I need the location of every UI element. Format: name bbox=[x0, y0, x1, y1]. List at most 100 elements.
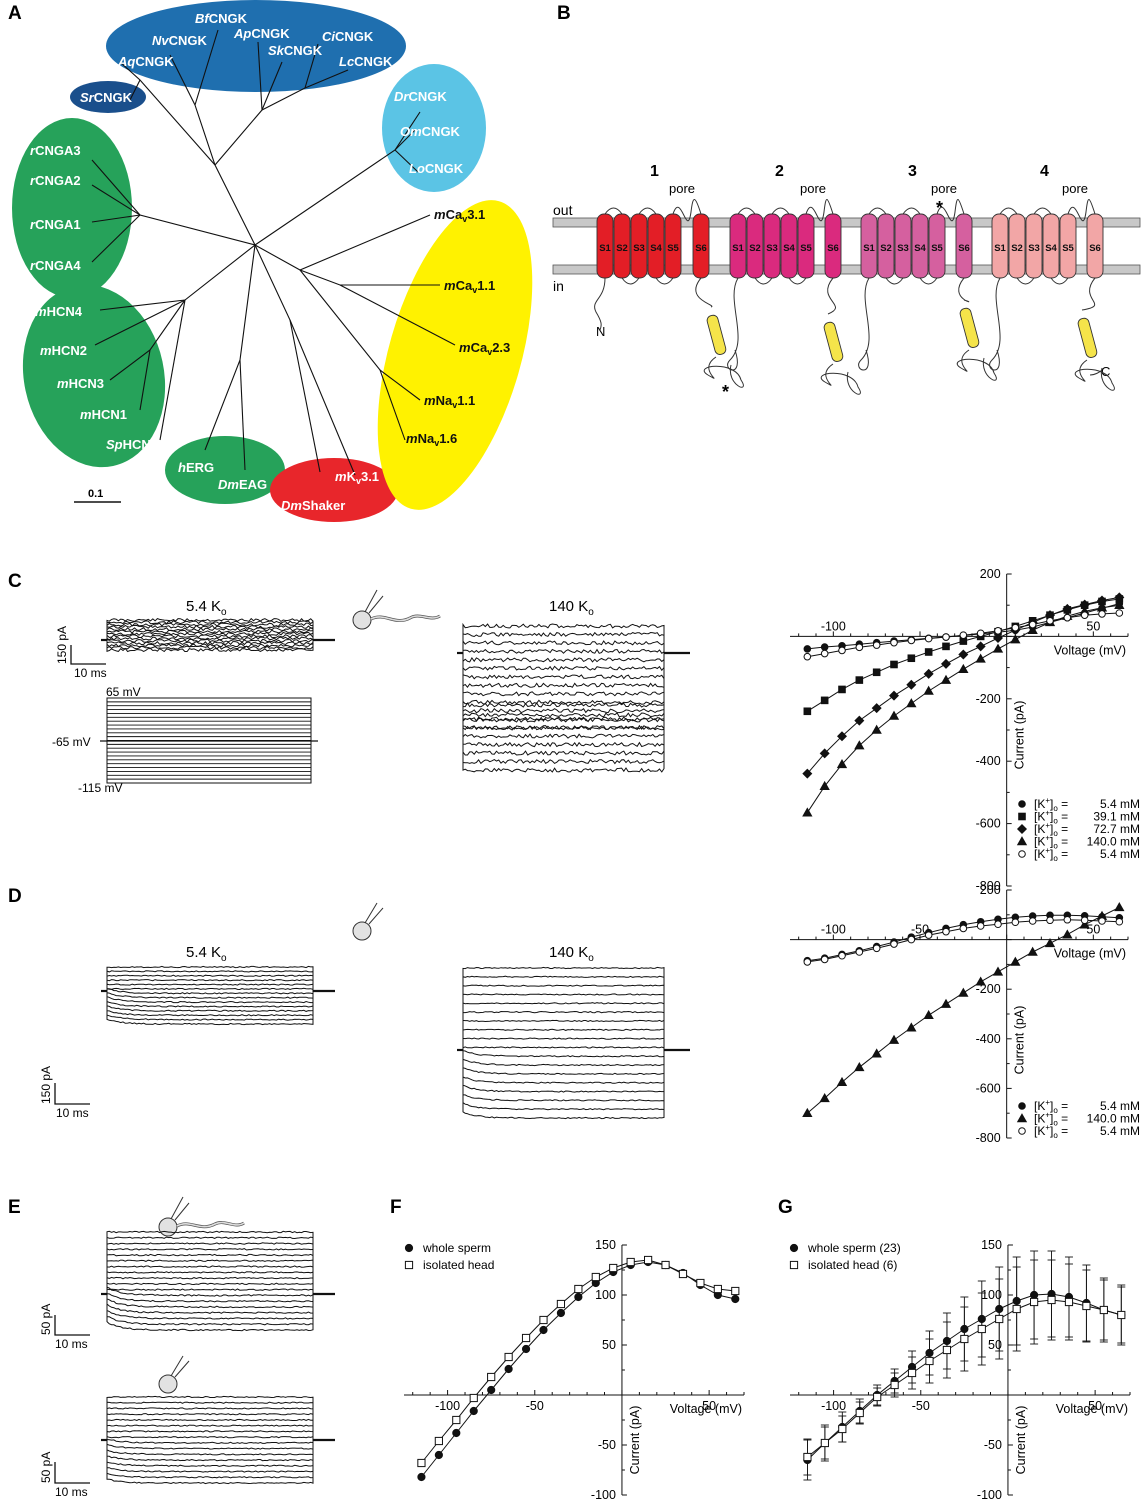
data-point bbox=[959, 924, 968, 933]
data-point bbox=[907, 636, 916, 645]
voltage-protocol bbox=[100, 697, 318, 784]
current-trace bbox=[101, 974, 335, 992]
data-point bbox=[1046, 617, 1054, 625]
data-point bbox=[731, 1294, 740, 1304]
data-point bbox=[975, 653, 986, 663]
linker bbox=[1081, 277, 1096, 311]
panel-c-low-k-traces bbox=[101, 617, 335, 653]
data-point bbox=[574, 1292, 583, 1302]
data-point bbox=[976, 922, 985, 930]
data-point bbox=[872, 641, 881, 649]
cnga-ellipse bbox=[12, 118, 132, 298]
current-trace bbox=[101, 1230, 335, 1295]
protocol-hold-label: -65 mV bbox=[52, 735, 91, 749]
data-point bbox=[452, 1415, 461, 1425]
segment-label: S6 bbox=[695, 243, 707, 254]
data-point bbox=[819, 780, 830, 790]
current-trace bbox=[457, 1049, 690, 1120]
pore-label-3: pore bbox=[931, 181, 957, 196]
segment-loop bbox=[999, 207, 1018, 215]
current-trace bbox=[101, 1401, 335, 1441]
data-point bbox=[539, 1315, 548, 1325]
data-point bbox=[888, 690, 900, 701]
taxon-rcnga2: rCNGA2 bbox=[30, 173, 81, 188]
data-point bbox=[855, 676, 864, 684]
taxon-herg: hERG bbox=[178, 460, 214, 475]
x-tick-label: -100 bbox=[821, 619, 846, 633]
x-axis-label: Voltage (mV) bbox=[1056, 1402, 1128, 1416]
segment-label: S2 bbox=[1011, 243, 1023, 254]
data-point bbox=[504, 1352, 513, 1362]
legend-value: 5.4 mM bbox=[1100, 1099, 1140, 1113]
current-trace bbox=[457, 1037, 690, 1051]
repeat-number-2: 2 bbox=[775, 163, 784, 180]
data-point bbox=[1028, 620, 1037, 629]
panel-label-f: F bbox=[390, 1197, 402, 1218]
current-trace bbox=[457, 652, 690, 681]
kv-ellipse bbox=[270, 458, 398, 522]
current-trace bbox=[457, 652, 690, 773]
current-trace bbox=[101, 990, 335, 1021]
legend-label: [K+]o = bbox=[1034, 1111, 1068, 1128]
data-point bbox=[1011, 918, 1020, 927]
current-trace bbox=[457, 652, 690, 714]
legend-value: 5.4 mM bbox=[1100, 847, 1140, 861]
current-trace bbox=[457, 652, 690, 705]
data-point bbox=[958, 649, 969, 660]
data-point bbox=[1028, 917, 1037, 925]
taxon-sphcn1: SpHCN1 bbox=[106, 437, 158, 452]
taxon-apcngk: ApCNGK bbox=[233, 26, 290, 41]
current-trace bbox=[101, 990, 335, 1017]
segment-loop bbox=[1016, 277, 1035, 285]
segment-s4-r1 bbox=[647, 213, 665, 279]
current-trace bbox=[101, 1276, 335, 1295]
taxon-nvcngk: NvCNGK bbox=[152, 33, 208, 48]
data-point bbox=[1082, 1301, 1091, 1311]
segment-s3-r2 bbox=[763, 213, 781, 279]
current-trace bbox=[101, 1282, 335, 1295]
data-point bbox=[789, 1260, 799, 1270]
srcngk-ellipse bbox=[70, 81, 146, 113]
segment-label: S6 bbox=[1089, 243, 1101, 254]
current-trace bbox=[457, 652, 690, 689]
current-trace bbox=[101, 987, 335, 992]
panel-c-low-k-label: 5.4 Ko bbox=[186, 598, 227, 618]
current-trace bbox=[457, 652, 690, 731]
legend-value: 72.7 mM bbox=[1093, 822, 1140, 836]
current-trace bbox=[101, 631, 335, 641]
current-trace bbox=[457, 652, 690, 663]
data-point bbox=[924, 634, 933, 643]
data-point bbox=[1098, 917, 1106, 925]
channel-topology: out in N C * * 1 2 3 4 pore pore pore po… bbox=[552, 163, 1141, 402]
data-point bbox=[836, 1076, 848, 1086]
panel-d-scale-current: 150 pA bbox=[39, 1066, 53, 1104]
data-point bbox=[1044, 938, 1056, 948]
current-trace bbox=[101, 1395, 335, 1441]
y-tick-label: -100 bbox=[977, 1488, 1002, 1500]
data-point bbox=[838, 1424, 847, 1434]
segment-loop bbox=[1033, 207, 1052, 215]
data-point bbox=[404, 1243, 414, 1253]
current-trace bbox=[101, 1293, 335, 1332]
current-trace bbox=[101, 990, 335, 1008]
x-axis-label: Voltage (mV) bbox=[1054, 643, 1126, 657]
current-trace bbox=[457, 652, 690, 765]
current-trace bbox=[457, 652, 690, 739]
current-trace bbox=[101, 990, 335, 999]
panel-d-low-k-label: 5.4 Ko bbox=[186, 944, 227, 964]
segment-label: S3 bbox=[897, 243, 909, 254]
panel-e-isolated-head-traces bbox=[101, 1395, 335, 1485]
current-trace bbox=[101, 629, 335, 641]
data-point bbox=[977, 1324, 986, 1334]
data-point bbox=[539, 1325, 548, 1335]
current-trace bbox=[457, 622, 690, 654]
legend-label: [K+]o = bbox=[1034, 821, 1068, 838]
data-point bbox=[872, 668, 881, 677]
legend-label: [K+]o = bbox=[1034, 1098, 1068, 1115]
segment-loop bbox=[604, 207, 623, 215]
panel-d-low-k-traces bbox=[101, 965, 335, 1026]
taxon-aqcngk: AqCNGK bbox=[117, 54, 174, 69]
